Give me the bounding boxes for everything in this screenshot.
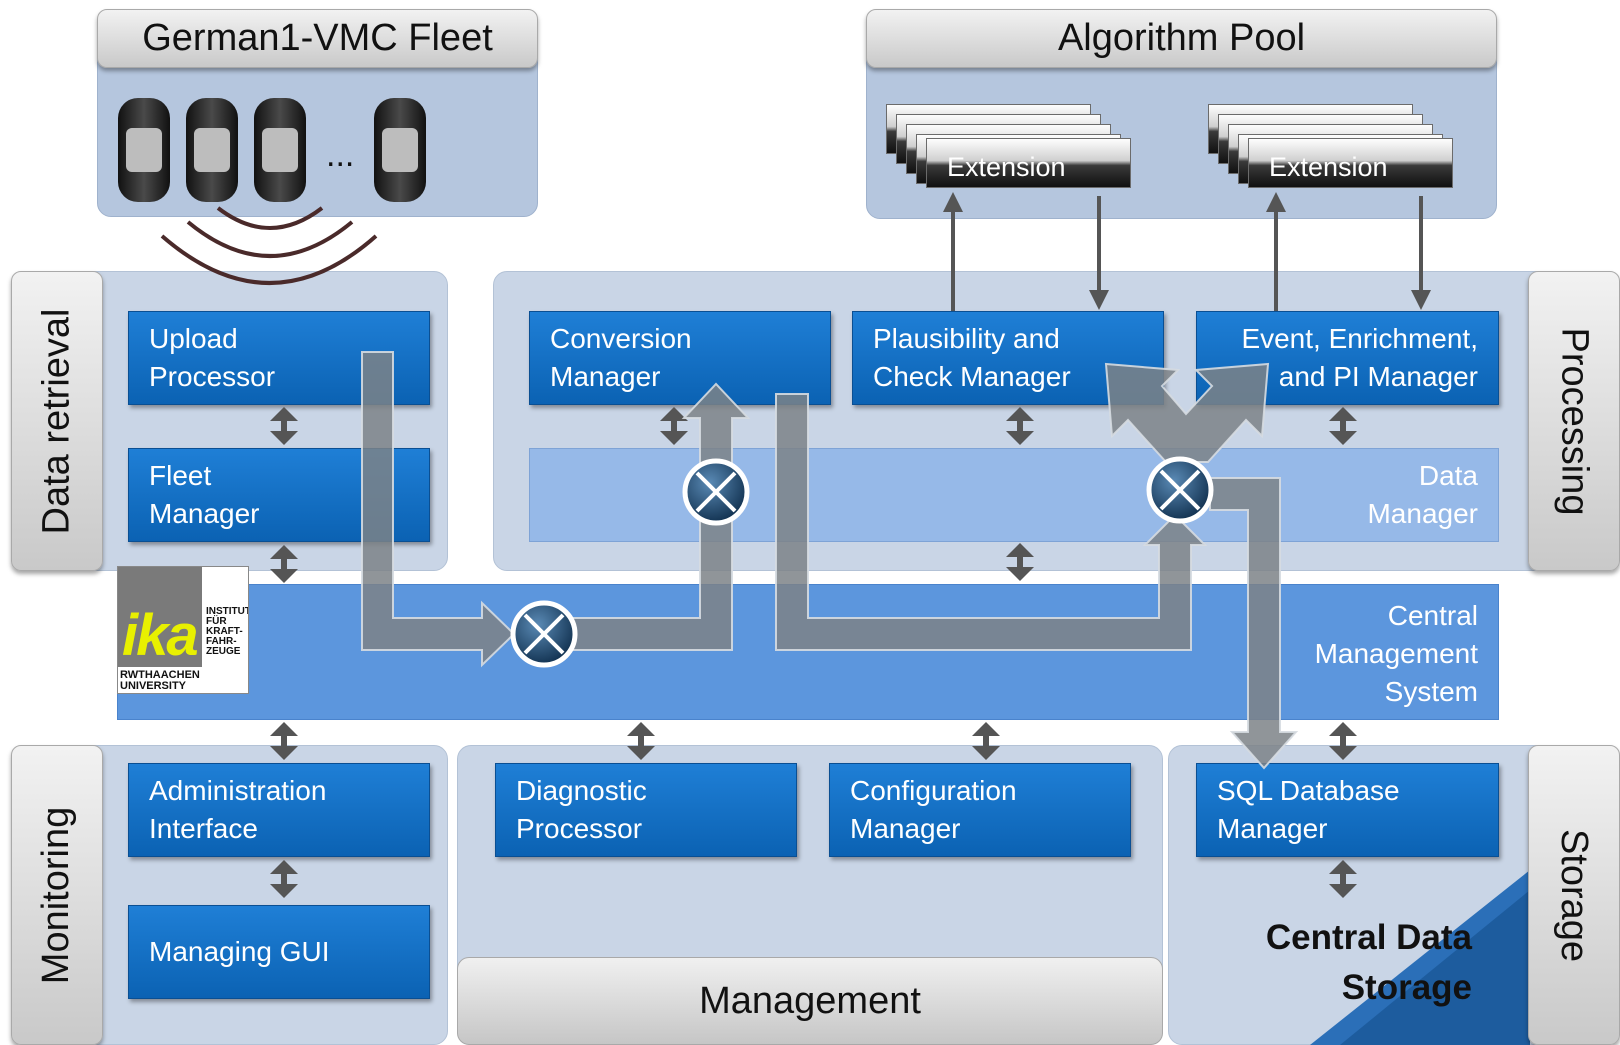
management-header: Management — [457, 957, 1163, 1045]
central-data-storage-label: Central Data Storage — [1265, 918, 1472, 1007]
bidirectional-arrow — [627, 722, 655, 760]
algorithm-pool-header: Algorithm Pool — [866, 9, 1497, 68]
fleet-ellipsis: ... — [326, 136, 355, 174]
processing-header: Processing — [1528, 271, 1620, 571]
merge-node-icon — [682, 458, 750, 526]
storage-corner-accent — [1310, 870, 1530, 1045]
car-icon — [374, 98, 426, 202]
car-icon — [186, 98, 238, 202]
extension-box: Extension — [926, 138, 1131, 188]
managing-gui: Managing GUI — [128, 905, 430, 999]
diagnostic-processor: Diagnostic Processor — [495, 763, 797, 857]
merge-node-icon — [510, 600, 578, 668]
bidirectional-connectors — [270, 407, 1357, 898]
ika-rwth-logo: ika INSTITUT FÜR KRAFT- FAHR- ZEUGE RWTH… — [117, 566, 249, 694]
flow-upload-to-cms — [361, 351, 516, 668]
logo-university-text: RWTHAACHEN UNIVERSITY — [120, 669, 200, 692]
bidirectional-arrow — [1006, 543, 1034, 581]
wireless-signal-icon — [160, 206, 378, 285]
car-icon — [254, 98, 306, 202]
flow-branch-to-managers — [1104, 362, 1270, 463]
data-retrieval-header: Data retrieval — [11, 271, 103, 571]
extension-box: Extension — [1248, 138, 1453, 188]
flow-conversion-to-data-manager — [775, 393, 1208, 651]
bidirectional-arrow — [270, 722, 298, 760]
flow-to-sql-database — [1209, 477, 1299, 770]
bidirectional-arrow — [270, 545, 298, 583]
merge-nodes — [510, 456, 1214, 668]
logo-ika-text: ika — [122, 603, 199, 668]
event-enrichment-pi-manager: Event, Enrichment, and PI Manager — [1196, 311, 1499, 405]
bidirectional-arrow — [660, 407, 688, 445]
bidirectional-arrow — [270, 407, 298, 445]
bidirectional-arrow — [1329, 860, 1357, 898]
logo-grey-block — [118, 567, 202, 667]
bidirectional-arrow — [1006, 407, 1034, 445]
logo-institute-text: INSTITUT FÜR KRAFT- FAHR- ZEUGE — [206, 606, 249, 657]
merge-node-icon — [1146, 456, 1214, 524]
bidirectional-arrow — [972, 722, 1000, 760]
administration-interface: Administration Interface — [128, 763, 430, 857]
sql-database-manager: SQL Database Manager — [1196, 763, 1499, 857]
fleet-header: German1-VMC Fleet — [97, 9, 538, 68]
configuration-manager: Configuration Manager — [829, 763, 1131, 857]
car-icon — [118, 98, 170, 202]
bidirectional-arrow — [1329, 722, 1357, 760]
conversion-manager: Conversion Manager — [529, 311, 831, 405]
plausibility-check-manager: Plausibility and Check Manager — [852, 311, 1164, 405]
bidirectional-arrow — [270, 860, 298, 898]
fleet-vehicles — [118, 98, 426, 285]
bidirectional-arrow — [1329, 407, 1357, 445]
